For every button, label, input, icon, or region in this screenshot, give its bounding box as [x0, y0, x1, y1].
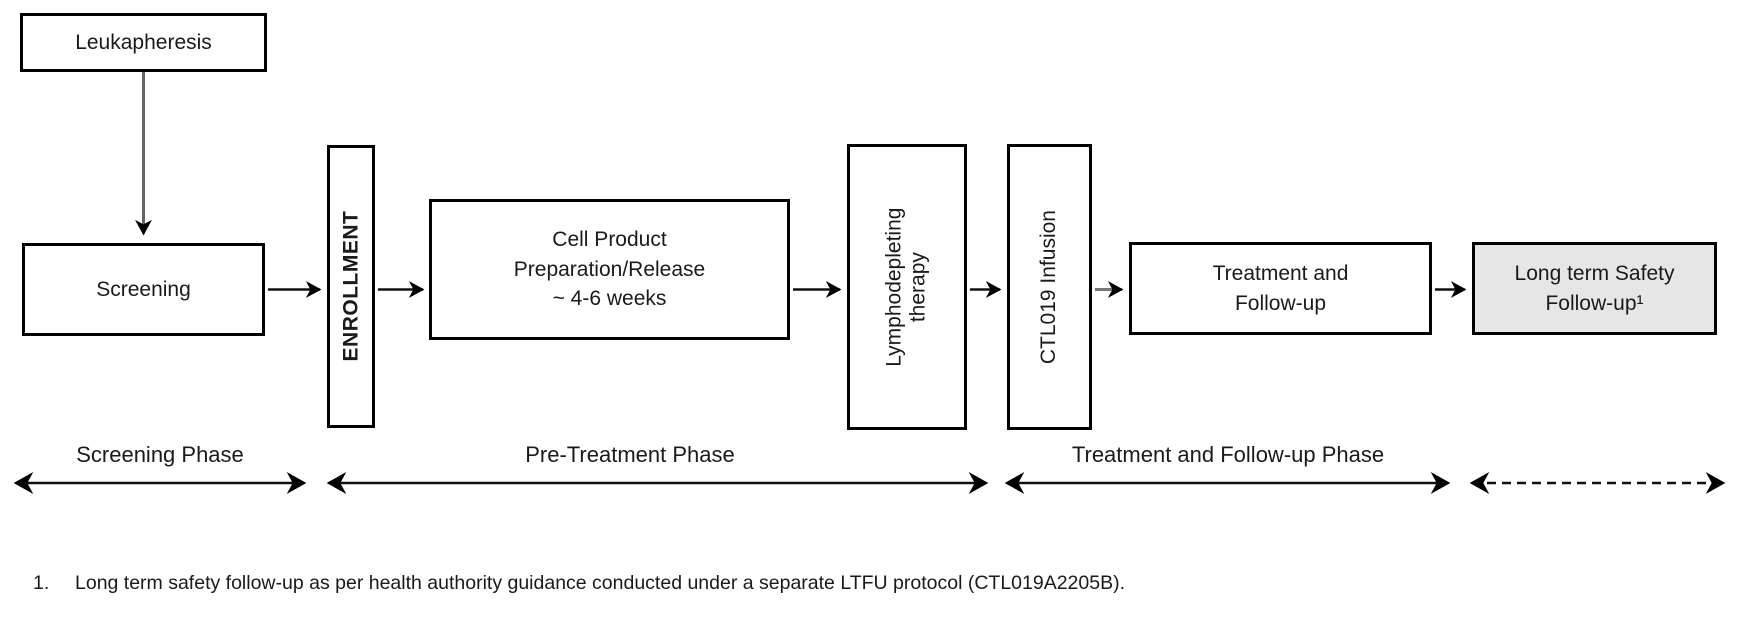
screening-phase-label: Screening Phase [76, 442, 244, 467]
enrollment-box: ENROLLMENT [327, 145, 375, 428]
footnote: 1. Long term safety follow-up as per hea… [33, 572, 1125, 595]
cell-product-box: Cell Product Preparation/Release ~ 4-6 w… [429, 199, 790, 340]
pre-treatment-phase-label: Pre-Treatment Phase [525, 442, 735, 467]
treatment-followup-box: Treatment and Follow-up [1129, 242, 1432, 335]
treatment-followup-phase-label: Treatment and Follow-up Phase [1071, 442, 1385, 467]
leukapheresis-box: Leukapheresis [20, 13, 267, 72]
long-term-safety-box: Long term Safety Follow-up¹ [1472, 242, 1717, 335]
enrollment-label: ENROLLMENT [338, 211, 362, 362]
ctl019-infusion-label: CTL019 Infusion [1037, 209, 1061, 365]
footnote-text: Long term safety follow-up as per health… [75, 572, 1126, 594]
lymphodepleting-box: Lymphodepleting therapy [847, 144, 967, 430]
footnote-marker: 1. [33, 572, 50, 594]
ctl019-infusion-box: CTL019 Infusion [1007, 144, 1092, 430]
screening-box: Screening [22, 243, 265, 336]
lymphodepleting-label: Lymphodepleting therapy [882, 207, 931, 367]
